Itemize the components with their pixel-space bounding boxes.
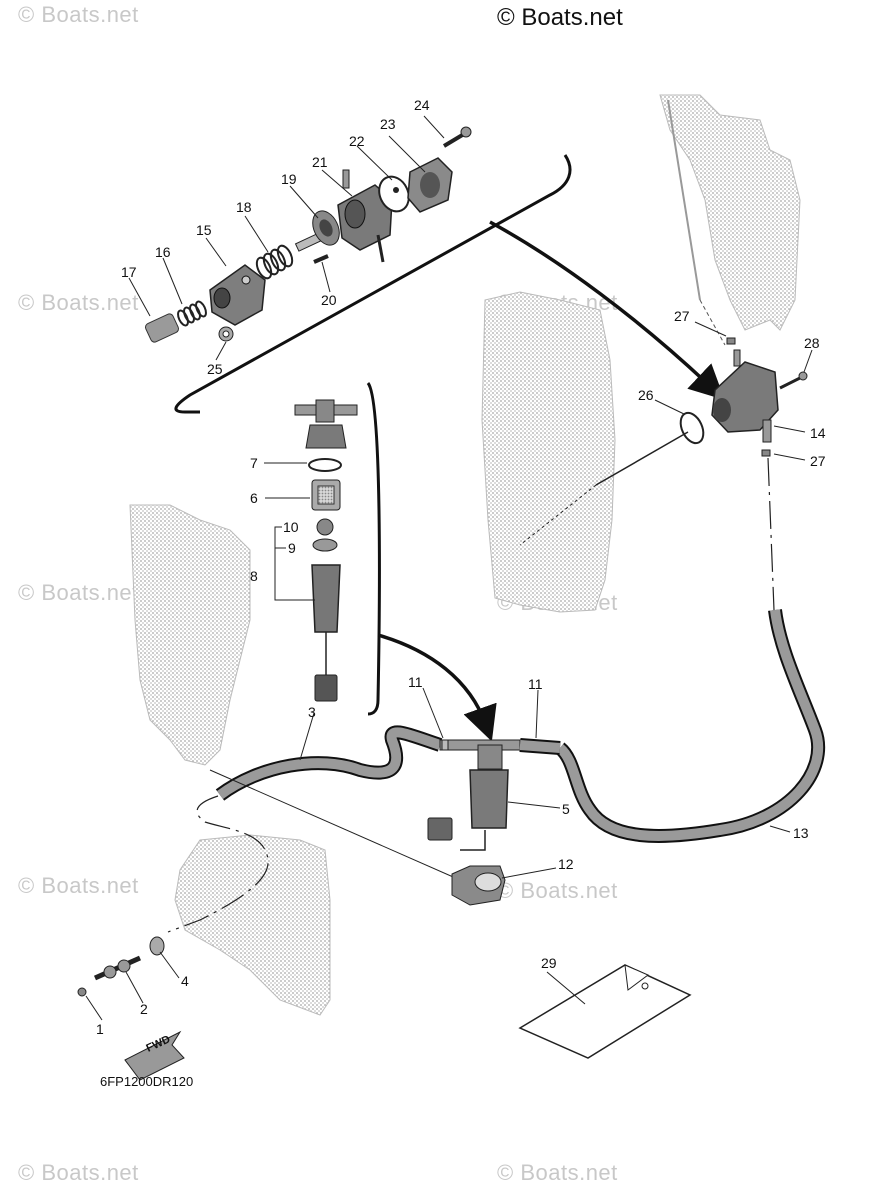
part-28-bolt — [779, 371, 808, 390]
callout-17: 17 — [121, 264, 137, 280]
callout-16: 16 — [155, 244, 171, 260]
part-8-bowl — [311, 564, 341, 702]
callout-11: 11 — [408, 674, 423, 690]
hose-3 — [167, 725, 461, 933]
engine-block-upper-right — [659, 94, 801, 346]
callout-13: 13 — [793, 825, 809, 841]
engine-block-lower — [174, 834, 331, 1016]
callout-3: 3 — [308, 704, 316, 720]
part-21-pump-body — [337, 169, 393, 263]
watermark: © Boats.net — [18, 290, 139, 315]
engine-block-center — [481, 291, 616, 613]
pump-exploded-bracket — [174, 154, 572, 414]
arrow-to-filter — [377, 633, 497, 742]
filter-exploded-bracket — [366, 382, 381, 716]
part-16-spring — [177, 300, 207, 327]
callout-9: 9 — [288, 540, 296, 556]
filter-cap — [294, 399, 358, 449]
part-24-bolt — [442, 126, 472, 148]
part-22-gasket — [378, 175, 410, 213]
part-29-pouch — [518, 964, 692, 1059]
part-6-element — [311, 479, 341, 511]
callout-1: 1 — [96, 1021, 104, 1037]
callout-8: 8 — [250, 568, 258, 584]
watermark: © Boats.net — [18, 2, 139, 27]
callout-23: 23 — [380, 116, 396, 132]
callout-11-b: 11 — [528, 676, 543, 692]
diagram-code: 6FP1200DR120 — [100, 1074, 194, 1089]
hose-13 — [555, 457, 826, 843]
part-11-clip — [441, 739, 449, 751]
watermark: © Boats.net — [18, 1160, 139, 1185]
callout-27: 27 — [674, 308, 690, 324]
part-20-pin — [313, 254, 329, 264]
part-15-housing — [209, 264, 266, 326]
callout-12: 12 — [558, 856, 574, 872]
watermark: © Boats.net — [497, 1160, 618, 1185]
arrow-to-pump — [489, 220, 725, 401]
callout-bracket-8 — [274, 526, 315, 601]
leader-lines — [85, 115, 813, 1021]
callout-18: 18 — [236, 199, 252, 215]
part-17-sleeve — [144, 313, 180, 343]
callout-4: 4 — [181, 973, 189, 989]
part-7-o-ring — [308, 458, 342, 472]
callout-10: 10 — [283, 519, 299, 535]
callout-21: 21 — [312, 154, 328, 170]
part-26-o-ring — [679, 411, 705, 445]
callout-22: 22 — [349, 133, 365, 149]
fwd-arrow-icon — [124, 1030, 185, 1081]
part-25-nut — [218, 326, 234, 342]
part-23-cover — [407, 157, 453, 213]
engine-block-left — [129, 504, 251, 766]
part-4-grommet — [149, 936, 165, 956]
callout-15: 15 — [196, 222, 212, 238]
callout-2: 2 — [140, 1001, 148, 1017]
part-1-screw — [77, 987, 87, 997]
part-12-bracket — [451, 865, 506, 906]
callout-24: 24 — [414, 97, 430, 113]
part-10-washer — [316, 518, 334, 536]
part-19-plunger — [294, 210, 340, 252]
part-18-spring — [255, 244, 294, 280]
callout-7: 7 — [250, 455, 258, 471]
watermark-top: © Boats.net — [497, 4, 623, 31]
callout-28: 28 — [804, 335, 820, 351]
callout-27-b: 27 — [810, 453, 826, 469]
part-27-clamp — [726, 337, 736, 345]
part-14-fuel-pump — [711, 349, 779, 443]
callout-25: 25 — [207, 361, 223, 377]
part-27-clamp — [761, 449, 771, 457]
part-5-fuel-filter — [427, 739, 521, 851]
watermark: © Boats.net — [18, 580, 139, 605]
callout-5: 5 — [562, 801, 570, 817]
callout-19: 19 — [281, 171, 297, 187]
callout-20: 20 — [321, 292, 337, 308]
callout-6: 6 — [250, 490, 258, 506]
part-2-fitting — [93, 955, 142, 981]
part-9-float — [312, 538, 338, 552]
callout-26: 26 — [638, 387, 654, 403]
callout-14: 14 — [810, 425, 826, 441]
watermark: © Boats.net — [497, 878, 618, 903]
watermark: © Boats.net — [18, 873, 139, 898]
callout-29: 29 — [541, 955, 557, 971]
